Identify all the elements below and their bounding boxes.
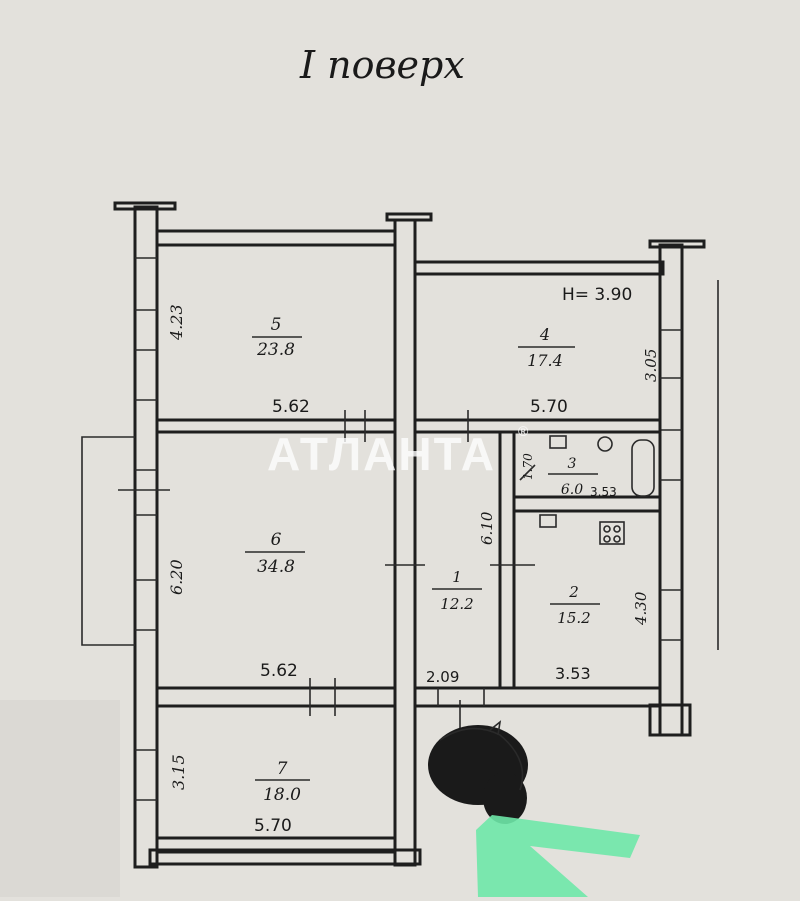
outer-walls	[81, 201, 719, 869]
stove-icon	[599, 521, 625, 545]
dim-r5-width: 5.62	[272, 397, 310, 417]
dim-r6-width: 5.62	[260, 661, 298, 681]
paper-shadow	[0, 700, 120, 897]
dim-r4-height: 3.05	[642, 349, 660, 382]
toilet-icon	[597, 436, 613, 452]
room-area: 34.8	[257, 557, 295, 577]
room-area: 18.0	[263, 785, 301, 805]
room-number: 5	[271, 315, 282, 335]
room-number: 4	[539, 325, 550, 344]
dim-r4-width: 5.70	[530, 397, 568, 417]
watermark-text: АТЛАНТА	[267, 428, 496, 480]
bathtub-icon	[631, 439, 655, 497]
room-area: 12.2	[440, 595, 473, 613]
dim-r3-width: 3.53	[590, 485, 617, 499]
watermark-mark: ®	[518, 423, 530, 439]
room-number: 1	[452, 568, 462, 586]
dim-corridor-height: 6.10	[478, 511, 496, 545]
dim-r6-height: 6.20	[167, 559, 186, 595]
kitchen-sink-icon	[539, 514, 557, 528]
room-area: 15.2	[557, 609, 590, 627]
sink-icon	[549, 435, 567, 449]
room-number: 2	[568, 583, 579, 601]
height-label: H= 3.90	[562, 285, 632, 305]
room-7: 7 18.0	[255, 759, 310, 805]
dim-corridor-width: 2.09	[426, 668, 459, 686]
dim-r7-height: 3.15	[169, 754, 188, 790]
arrow-icon	[476, 815, 640, 897]
room-number: 7	[277, 759, 288, 779]
room-area: 23.8	[256, 340, 295, 360]
dim-r2-width: 3.53	[555, 664, 591, 683]
room-6: 6 34.8	[245, 530, 305, 577]
floor-title: I поверх	[299, 43, 465, 87]
fixtures	[519, 435, 655, 545]
watermark: АТЛАНТА ®	[267, 423, 530, 480]
dim-r5-height: 4.23	[167, 304, 186, 341]
room-area: 17.4	[527, 351, 563, 370]
room-5: 5 23.8	[252, 315, 302, 360]
room-2: 2 15.2	[550, 583, 600, 627]
room-1: 1 12.2	[432, 568, 482, 613]
room-3: 3 6.0	[548, 456, 598, 498]
room-number: 6	[271, 530, 282, 550]
dim-r3-height: 1.70	[521, 453, 535, 480]
dimensions: 5.62 4.23 5.70 3.05 H= 3.90 3.53 1.70 6.…	[167, 285, 660, 836]
room-number: 3	[568, 456, 577, 472]
scribble-mark	[428, 720, 528, 824]
dim-r2-height: 4.30	[632, 591, 650, 626]
dim-r7-width: 5.70	[254, 816, 292, 836]
room-4: 4 17.4	[518, 325, 575, 370]
room-area: 6.0	[561, 482, 583, 498]
